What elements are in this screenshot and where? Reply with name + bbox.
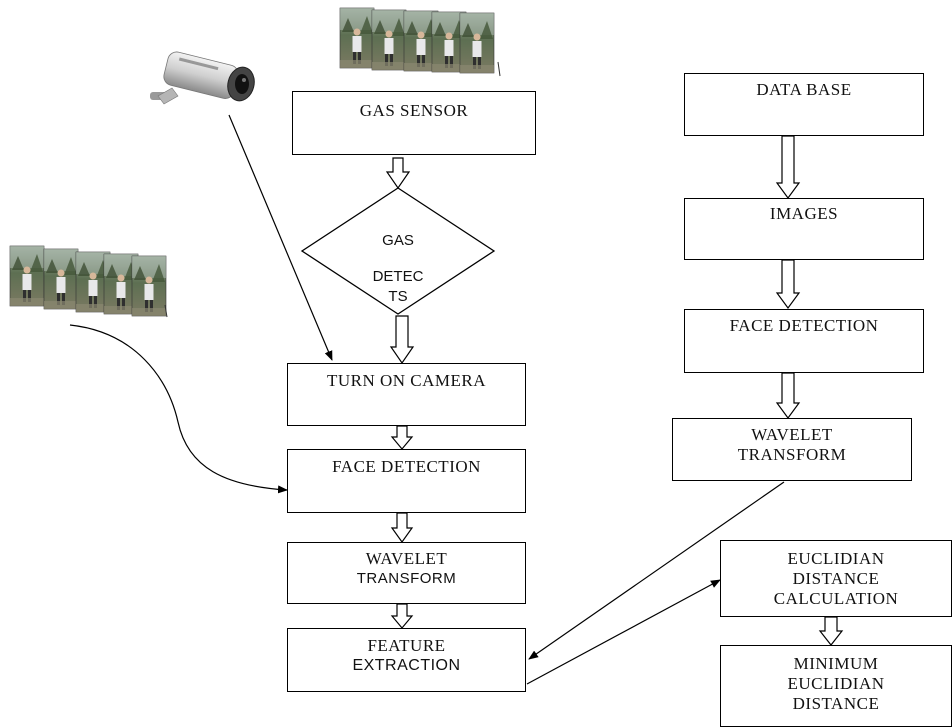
top-video-frames-icon bbox=[339, 7, 501, 77]
decision-label-line1: GAS bbox=[382, 232, 414, 249]
decision-label-line3: TS bbox=[388, 288, 408, 305]
gas-sensor-label: GAS SENSOR bbox=[359, 101, 469, 120]
feature-extraction-box: FEATURE EXTRACTION bbox=[287, 628, 526, 692]
turn-on-camera-label: TURN ON CAMERA bbox=[326, 371, 487, 390]
images-box: IMAGES bbox=[684, 198, 924, 260]
minimum-label-line1: MINIMUM bbox=[793, 654, 879, 673]
wavelet-label-line1-right: WAVELET bbox=[751, 425, 833, 444]
euclidian-distance-calculation-box: EUCLIDIAN DISTANCE CALCULATION bbox=[720, 540, 952, 617]
wavelet-label-line2-left: TRANSFORM bbox=[356, 570, 457, 587]
flow-arrows-left bbox=[385, 157, 415, 629]
connector-lines bbox=[69, 114, 785, 685]
euclidian-label-line1: EUCLIDIAN bbox=[787, 549, 885, 568]
euclidian-label-line2: DISTANCE bbox=[792, 569, 880, 588]
images-label: IMAGES bbox=[769, 204, 839, 223]
face-detection-label-left: FACE DETECTION bbox=[332, 457, 481, 476]
face-detection-box-right: FACE DETECTION bbox=[684, 309, 924, 373]
minimum-label-line2: EUCLIDIAN bbox=[787, 674, 885, 693]
euclidian-label-line3: CALCULATION bbox=[773, 589, 899, 608]
wavelet-label-line2-right: TRANSFORM bbox=[737, 445, 847, 464]
gas-detects-diamond bbox=[300, 187, 496, 315]
feature-label-line1: FEATURE bbox=[367, 636, 446, 655]
wavelet-transform-box-left: WAVELET TRANSFORM bbox=[287, 542, 526, 604]
wavelet-transform-box-right: WAVELET TRANSFORM bbox=[672, 418, 912, 481]
database-box: DATA BASE bbox=[684, 73, 924, 136]
gas-sensor-box: GAS SENSOR bbox=[292, 91, 536, 155]
flow-arrows-right bbox=[775, 135, 844, 646]
turn-on-camera-box: TURN ON CAMERA bbox=[287, 363, 526, 426]
cctv-camera-icon bbox=[150, 51, 255, 105]
minimum-label-line3: DISTANCE bbox=[792, 694, 880, 713]
feature-label-line2: EXTRACTION bbox=[352, 657, 461, 674]
face-detection-box-left: FACE DETECTION bbox=[287, 449, 526, 513]
left-video-frames-icon bbox=[9, 245, 168, 318]
database-label: DATA BASE bbox=[756, 80, 852, 99]
minimum-euclidian-distance-box: MINIMUM EUCLIDIAN DISTANCE bbox=[720, 645, 952, 727]
face-detection-label-right: FACE DETECTION bbox=[729, 316, 879, 335]
wavelet-label-line1-left: WAVELET bbox=[365, 549, 448, 568]
decision-label-line2: DETEC bbox=[372, 268, 424, 285]
